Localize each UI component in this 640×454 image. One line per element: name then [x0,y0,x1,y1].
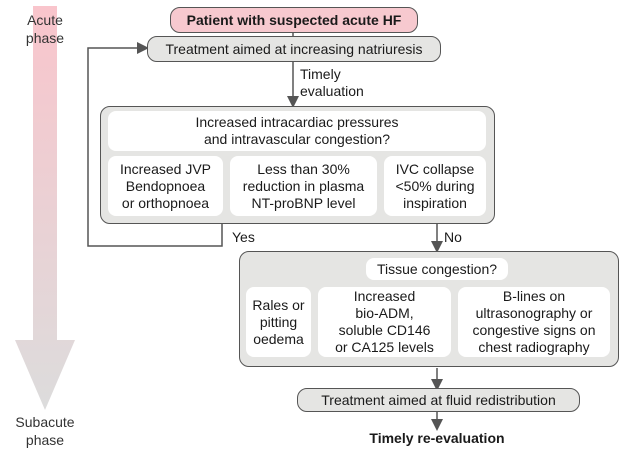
natriuresis-treatment-node: Treatment aimed at increasing natriuresi… [147,36,441,62]
tissue-biomarkers: Increased bio-ADM, soluble CD146 or CA12… [318,287,451,357]
criteria-ivc: IVC collapse <50% during inspiration [384,156,486,216]
yes-loop-arrow [87,42,223,247]
re-evaluation-label: Timely re-evaluation [369,430,505,446]
acute-phase-label: Acute phase [25,12,65,46]
tissue-question: Tissue congestion? [366,258,508,280]
intravascular-question: Increased intracardiac pressures and int… [108,111,486,151]
yes-label: Yes [232,229,255,245]
subacute-phase-label: Subacute phase [15,414,75,448]
start-node: Patient with suspected acute HF [170,7,418,33]
phase-arrow [15,6,75,410]
timely-evaluation-label: Timely evaluation [300,66,364,99]
tissue-imaging: B-lines on ultrasonography or congestive… [458,287,610,357]
criteria-nt-probnp: Less than 30% reduction in plasma NT-pro… [230,156,377,216]
fluid-redistribution-node: Treatment aimed at fluid redistribution [297,388,580,412]
tissue-rales: Rales or pitting oedema [246,287,311,357]
no-label: No [444,229,462,245]
criteria-jvp: Increased JVP Bendopnoea or orthopnoea [108,156,223,216]
